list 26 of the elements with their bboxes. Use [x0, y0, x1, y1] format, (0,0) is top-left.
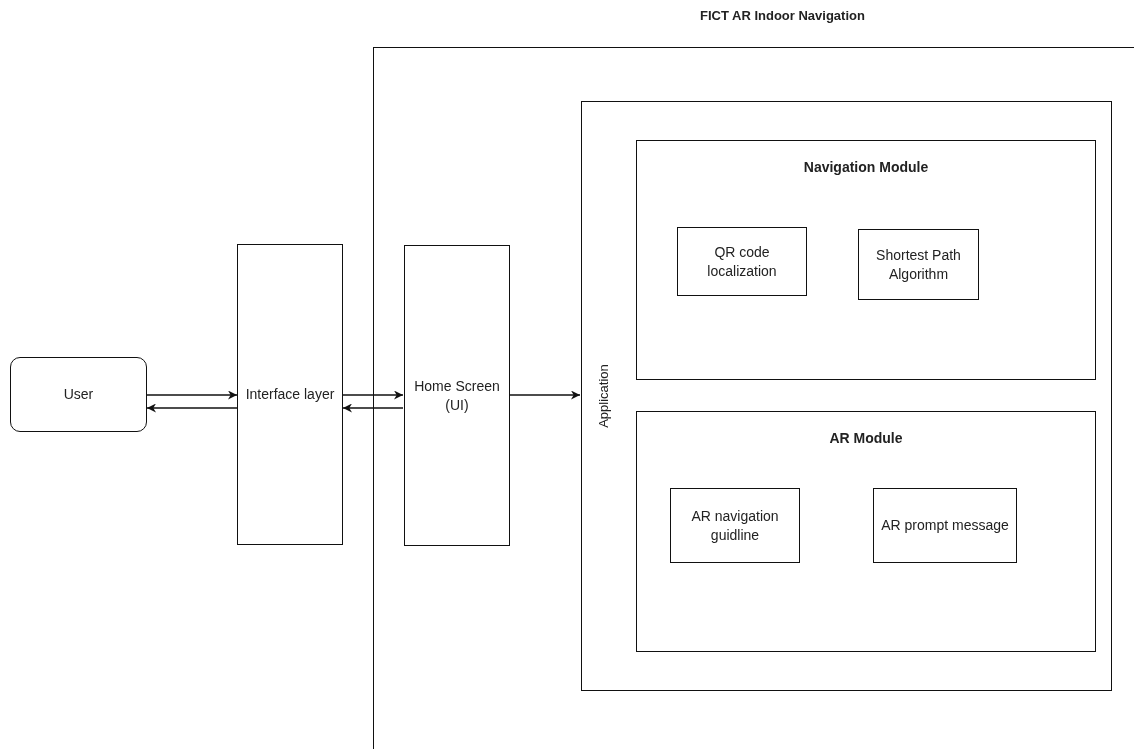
arrow: [146, 390, 238, 400]
module-box: [636, 411, 1096, 652]
arrow: [146, 403, 238, 413]
component-box: [404, 245, 510, 546]
node-label: AR navigation guidline: [690, 506, 780, 545]
node-label: Home Screen (UI): [413, 376, 501, 415]
component-box: [237, 244, 343, 545]
actor-box: [10, 357, 147, 432]
node-label: Navigation Module: [802, 159, 930, 175]
node-label: Interface layer: [244, 385, 336, 404]
module-box: [636, 140, 1096, 380]
container-box: [581, 101, 1112, 691]
node-label: Shortest Path Algorithm: [875, 245, 962, 284]
node-label: QR code localization: [706, 242, 778, 281]
arrow: [508, 390, 581, 400]
component-box: [670, 488, 800, 563]
arrow: [342, 403, 404, 413]
node-label: User: [62, 385, 95, 404]
node-label: AR prompt message: [880, 516, 1010, 535]
component-box: [858, 229, 979, 300]
arrow: [342, 390, 404, 400]
node-label: Application: [596, 364, 612, 428]
component-box: [677, 227, 807, 296]
node-label: AR Module: [828, 430, 904, 446]
node-label: FICT AR Indoor Navigation: [700, 8, 865, 23]
component-box: [873, 488, 1017, 563]
